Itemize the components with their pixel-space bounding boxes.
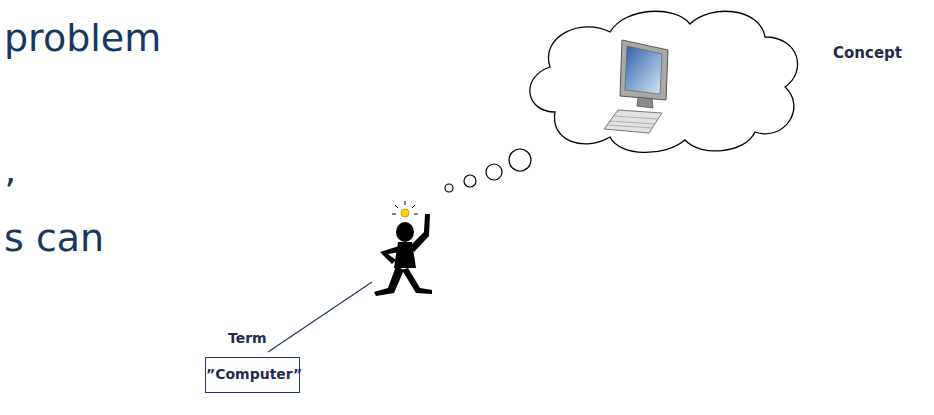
idea-bulb: [392, 201, 418, 217]
concept-label: Concept: [833, 44, 902, 62]
term-label: Term: [228, 330, 267, 346]
thinking-person: [374, 214, 432, 296]
cloud-shape: [530, 11, 798, 152]
leader-line: [268, 282, 372, 352]
body-text: problem: [4, 16, 161, 60]
body-text: s can: [4, 216, 104, 260]
cloud-outline: [515, 2, 810, 157]
thought-bubbles: [445, 149, 531, 192]
computer-icon: [604, 40, 668, 133]
concept-cloud: Concept: [515, 2, 810, 157]
body-text: ’: [4, 170, 16, 214]
term-text: ”Computer”: [206, 366, 299, 382]
term-box: Term”Computer”: [205, 357, 300, 393]
